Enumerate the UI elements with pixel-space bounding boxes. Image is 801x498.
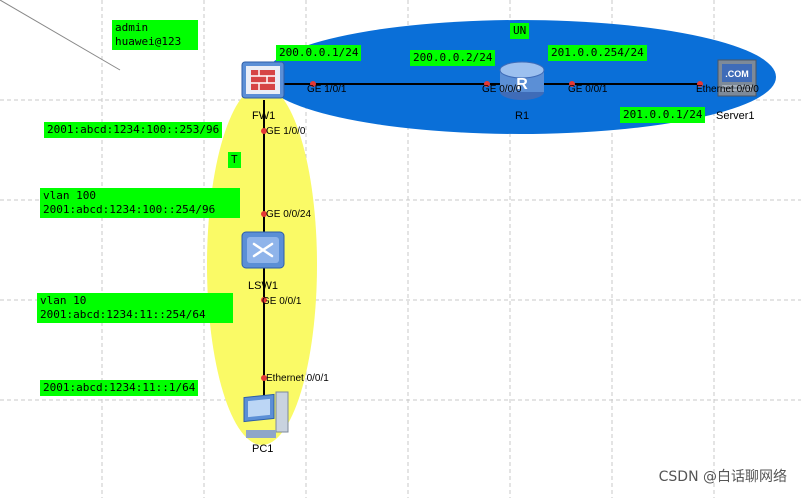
switch-icon[interactable] — [241, 231, 285, 269]
port-dot-r1-ge001 — [569, 81, 575, 87]
port-label-lsw-ge0024: GE 0/0/24 — [266, 209, 312, 220]
port-dot-fw-ge101 — [310, 81, 316, 87]
device-name-r1: R1 — [515, 110, 530, 122]
port-dot-fw-ge100 — [261, 128, 267, 134]
fw-outside-ip: 200.0.0.1/24 — [276, 45, 362, 61]
pc-ipv6: 2001:abcd:1234:11::1/64 — [40, 380, 199, 396]
port-label-fw-ge100: GE 1/0/0 — [266, 126, 306, 137]
port-label-r1-ge001: GE 0/0/1 — [568, 84, 608, 95]
fw-inside-ipv6: 2001:abcd:1234:100::253/96 — [44, 122, 223, 138]
trust-zone-label: T — [228, 152, 241, 168]
port-dot-server-eth — [697, 81, 703, 87]
server-ip: 201.0.0.1/24 — [620, 107, 706, 123]
server-com-badge: .COM — [725, 69, 749, 79]
vlan10-ipv6: 2001:abcd:1234:11::254/64 — [40, 308, 206, 321]
server-icon[interactable] — [717, 59, 757, 97]
port-dots — [261, 81, 703, 381]
device-name-lsw1: LSW1 — [248, 280, 278, 292]
pc-icon[interactable] — [243, 391, 289, 438]
port-dot-lsw-ge001 — [261, 297, 267, 303]
vlan100-name: vlan 100 — [43, 189, 96, 202]
router-icon[interactable]: R — [499, 61, 545, 100]
port-label-fw-ge101: GE 1/0/1 — [307, 84, 347, 95]
vlan10-name: vlan 10 — [40, 294, 87, 307]
device-name-pc1: PC1 — [252, 443, 274, 455]
vlan100-ipv6: 2001:abcd:1234:100::254/96 — [43, 203, 216, 216]
device-name-server1: Server1 — [716, 110, 755, 122]
firewall-icon[interactable] — [241, 61, 285, 99]
port-label-server-eth: Ethernet 0/0/0 — [696, 84, 759, 95]
port-label-r1-ge000: GE 0/0/0 — [482, 84, 522, 95]
r1-inside-ip: 200.0.0.2/24 — [410, 50, 496, 66]
port-label-pc-eth: Ethernet 0/0/1 — [266, 373, 329, 384]
r1-outside-ip: 201.0.0.254/24 — [548, 45, 647, 61]
watermark: CSDN @白话聊网络 — [658, 469, 787, 485]
svg-text:R: R — [516, 76, 528, 93]
admin-user: admin — [115, 21, 149, 34]
admin-password: huawei@123 — [115, 35, 182, 48]
port-dot-lsw-ge0024 — [261, 211, 267, 217]
device-name-fw1: FW1 — [252, 110, 276, 122]
port-dot-r1-ge000 — [484, 81, 490, 87]
port-label-lsw-ge001: GE 0/0/1 — [262, 296, 302, 307]
untrust-zone-label: UN — [510, 23, 530, 39]
corner-line — [0, 0, 121, 71]
port-dot-pc-eth — [261, 375, 267, 381]
